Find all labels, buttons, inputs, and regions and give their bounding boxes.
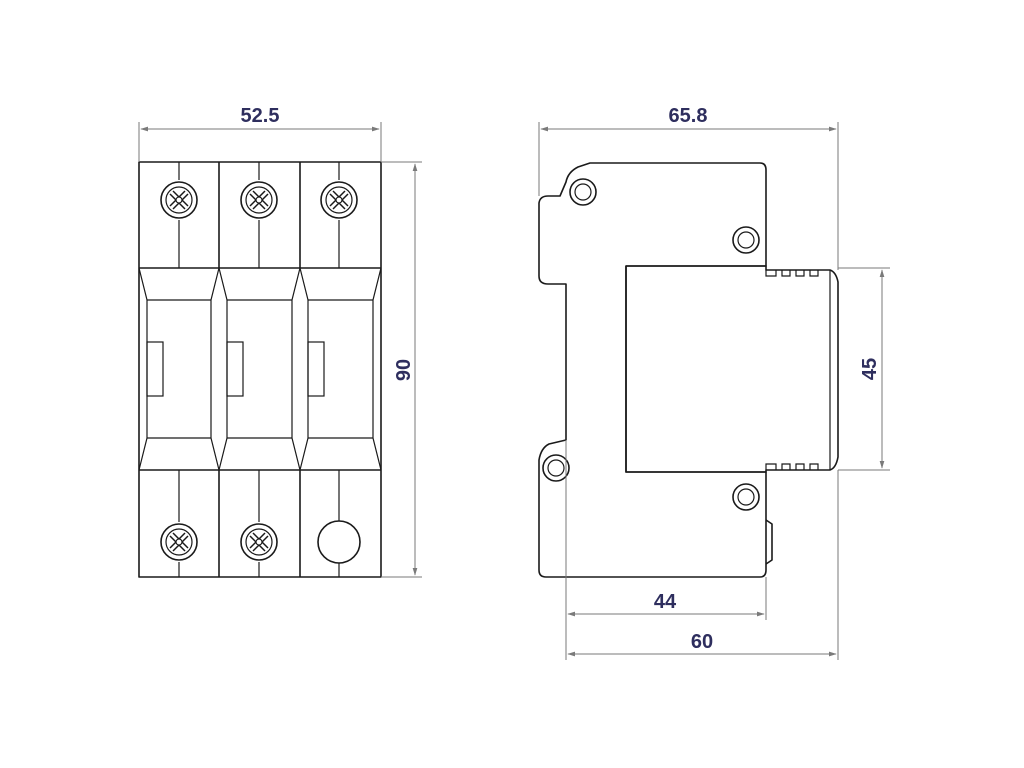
rail-clip-tab (765, 519, 773, 565)
front-height-dimension: 90 (381, 161, 422, 578)
terminal-screw-icon (240, 523, 278, 561)
side-depth-dimension: 60 (567, 470, 839, 660)
depth-label: 60 (691, 631, 713, 653)
top-terminal-channels (178, 162, 340, 268)
front-module-3 (299, 267, 382, 471)
rail-depth-label: 44 (654, 591, 677, 613)
front-height-45-label: 45 (859, 358, 881, 380)
side-body-outline (538, 162, 767, 578)
front-module-2 (218, 267, 301, 471)
bottom-terminal-channels (178, 470, 340, 577)
side-overall-depth-dimension: 65.8 (538, 105, 839, 270)
terminal-hole-icon (542, 454, 570, 482)
grip-ribs-bottom (765, 463, 819, 470)
overall-depth-label: 65.8 (669, 105, 708, 127)
terminal-screw-icon (240, 181, 278, 219)
terminal-hole-icon (569, 178, 597, 206)
terminal-screw-icon (160, 523, 198, 561)
terminal-screw-icon (160, 181, 198, 219)
front-module-1 (138, 267, 220, 471)
front-height-label: 90 (393, 359, 415, 381)
terminal-screw-icon (320, 181, 358, 219)
side-rail-depth-dimension: 44 (565, 440, 767, 660)
side-view: 65.8 45 44 60 (538, 105, 890, 660)
terminal-hole-icon (732, 226, 760, 254)
terminal-hole-icon (732, 483, 760, 511)
front-view: 52.5 90 (138, 105, 422, 578)
front-cover-block (625, 265, 839, 473)
front-width-dimension: 52.5 (138, 105, 382, 162)
side-front-height-dimension: 45 (838, 267, 890, 471)
grip-ribs-top (765, 270, 819, 277)
front-width-label: 52.5 (241, 105, 280, 127)
front-body-outline (138, 161, 382, 578)
empty-terminal-icon (317, 520, 361, 564)
